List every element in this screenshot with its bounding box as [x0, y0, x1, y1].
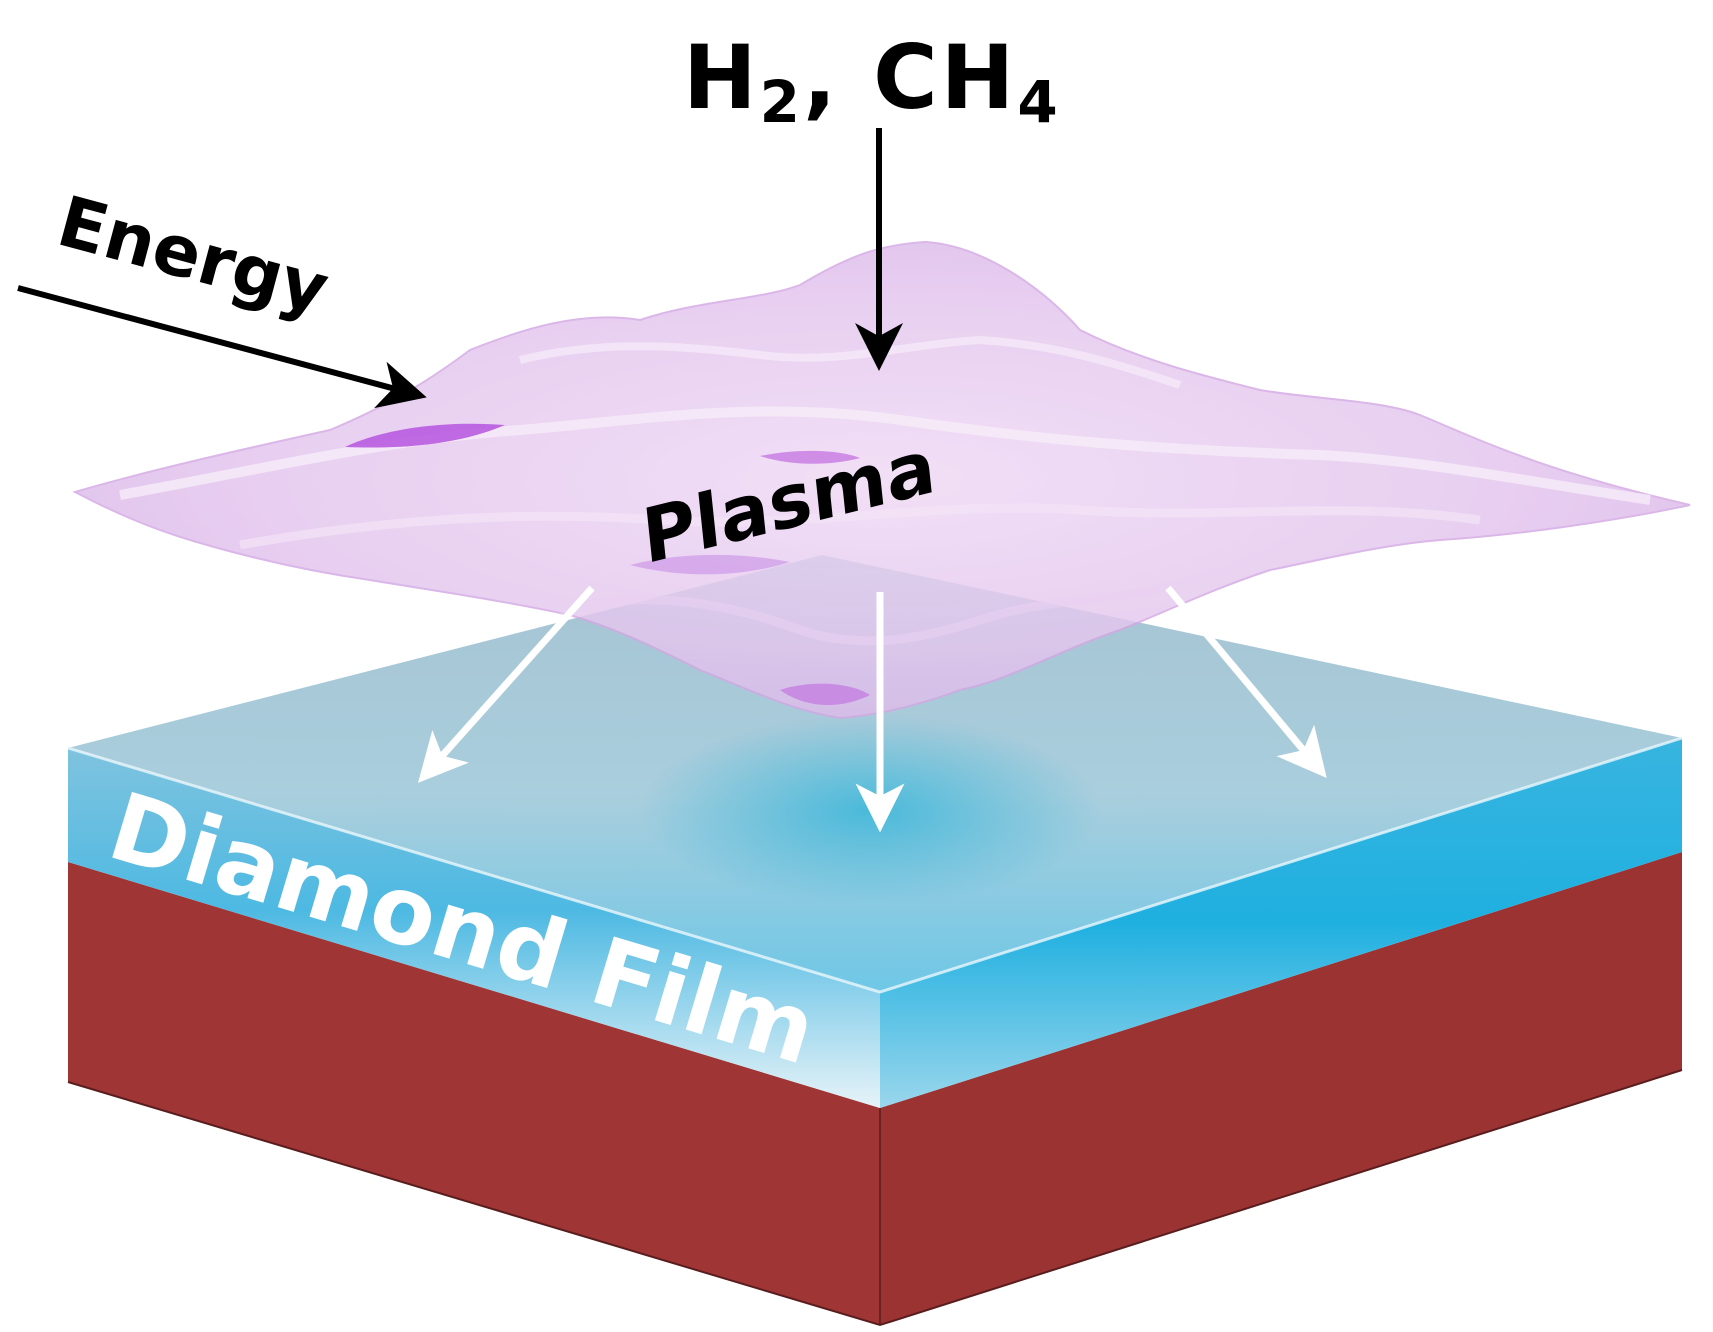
substrate-outline	[67, 1069, 1683, 1327]
substrate	[67, 852, 1683, 1327]
deposition-arrow-right	[1165, 585, 1327, 779]
substrate-side-face	[880, 852, 1682, 1325]
energy-arrow	[17, 285, 427, 409]
plasma-deep-spot-3	[630, 554, 790, 575]
film-left-face	[68, 748, 880, 1108]
film-right-face	[880, 738, 1682, 1108]
plasma-deep-spot-1	[345, 423, 505, 448]
substrate-front-face	[68, 862, 880, 1325]
plasma-body	[72, 240, 1691, 720]
plasma-deep-spot-2	[760, 450, 860, 464]
film-center-glow	[640, 715, 1100, 905]
diamond-film	[67, 555, 1683, 1108]
deposition-arrow-left	[418, 585, 595, 783]
gas-label: H2, CH4	[683, 26, 1061, 136]
plasma-deep-spot-4	[780, 683, 870, 706]
plasma-ridge-2	[239, 503, 1481, 550]
film-top-edge-highlight	[67, 736, 1683, 994]
